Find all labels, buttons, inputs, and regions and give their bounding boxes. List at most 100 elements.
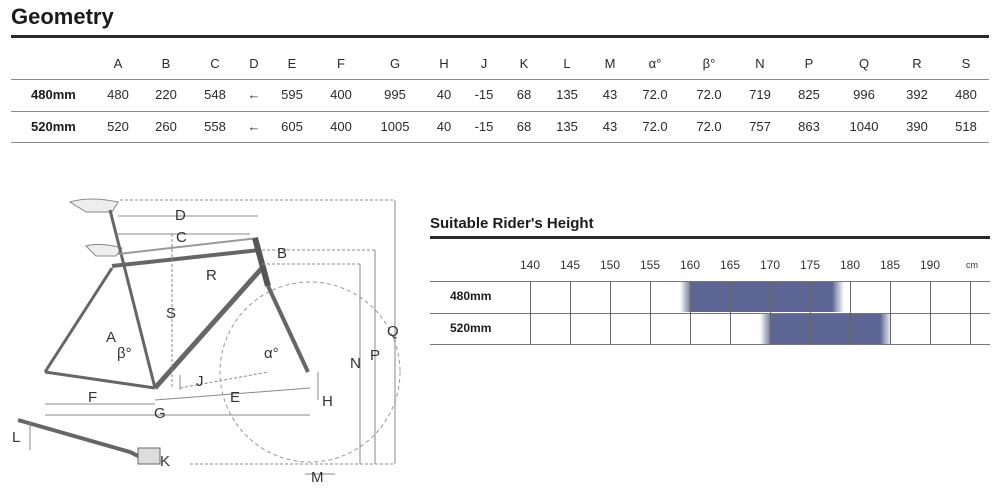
bike-frame-drawing: D C B R S A β° α° J N P Q F E G H L K M: [12, 198, 401, 486]
column-header: K: [519, 56, 529, 71]
dimension-label: A: [106, 329, 116, 346]
rider-height-row-label: 520mm: [450, 321, 492, 335]
grid-line: [430, 344, 990, 345]
column-header: N: [755, 56, 765, 71]
height-tick-label: 155: [639, 258, 661, 272]
dimension-label: α°: [264, 345, 279, 362]
divider: [11, 79, 989, 80]
table-cell: 72.0: [696, 119, 722, 134]
height-tick-label: 140: [519, 258, 541, 272]
column-header: B: [161, 56, 171, 71]
divider: [11, 111, 989, 112]
table-cell: 260: [155, 119, 177, 134]
table-cell: 40: [436, 119, 452, 134]
height-tick-label: 190: [919, 258, 941, 272]
title-rule: [11, 35, 989, 38]
table-cell: 480: [955, 87, 977, 102]
bike-geometry-diagram: D C B R S A β° α° J N P Q F E G H L K M: [0, 190, 415, 497]
grid-line: [890, 281, 891, 344]
table-cell: 220: [155, 87, 177, 102]
rider-height-rule: [430, 236, 990, 239]
dimension-label: G: [154, 405, 166, 422]
rider-height-row-label: 480mm: [450, 289, 492, 303]
column-header: A: [113, 56, 123, 71]
column-header: M: [604, 56, 616, 71]
column-header: α°: [648, 56, 662, 71]
column-header: R: [912, 56, 922, 71]
table-cell: 400: [330, 87, 352, 102]
table-cell: 558: [204, 119, 226, 134]
dimension-label: J: [196, 373, 204, 390]
grid-line: [730, 281, 731, 344]
table-cell: -15: [474, 119, 494, 134]
dimension-label: D: [175, 207, 186, 224]
column-header: D: [249, 56, 259, 71]
height-tick-label: 150: [599, 258, 621, 272]
grid-line: [970, 281, 971, 344]
grid-line: [430, 281, 990, 282]
column-header: S: [961, 56, 971, 71]
dimension-label: S: [166, 305, 176, 322]
dimension-label: N: [350, 355, 361, 372]
column-header: G: [389, 56, 401, 71]
table-cell: 757: [749, 119, 771, 134]
column-header: F: [337, 56, 345, 71]
table-cell: 825: [798, 87, 820, 102]
table-cell: 605: [281, 119, 303, 134]
dimension-label: C: [176, 229, 187, 246]
table-cell: 72.0: [696, 87, 722, 102]
table-cell: 719: [749, 87, 771, 102]
dimension-label: H: [322, 393, 333, 410]
height-unit-label: cm: [966, 260, 978, 270]
table-cell: 863: [798, 119, 820, 134]
table-cell: 72.0: [642, 87, 668, 102]
column-header: β°: [702, 56, 716, 71]
height-tick-label: 145: [559, 258, 581, 272]
table-cell: 390: [906, 119, 928, 134]
dimension-label: B: [277, 245, 287, 262]
dimension-label: F: [88, 389, 97, 406]
column-header: C: [210, 56, 220, 71]
dimension-label: Q: [387, 323, 399, 340]
grid-line: [570, 281, 571, 344]
height-tick-label: 175: [799, 258, 821, 272]
grid-line: [690, 281, 691, 344]
column-header: L: [563, 56, 571, 71]
table-cell: 68: [516, 87, 532, 102]
height-tick-label: 170: [759, 258, 781, 272]
table-cell: 995: [384, 87, 406, 102]
table-cell: 518: [955, 119, 977, 134]
table-cell: 392: [906, 87, 928, 102]
column-header: J: [480, 56, 488, 71]
height-range-bar: [680, 281, 844, 312]
grid-line: [770, 281, 771, 344]
grid-line: [930, 281, 931, 344]
table-cell: 480: [107, 87, 129, 102]
column-header: Q: [858, 56, 870, 71]
table-cell: 996: [853, 87, 875, 102]
divider: [11, 142, 989, 143]
height-tick-label: 165: [719, 258, 741, 272]
table-cell: ←: [247, 119, 261, 134]
table-cell: 135: [556, 119, 578, 134]
table-cell: 135: [556, 87, 578, 102]
dimension-label: L: [12, 429, 20, 446]
table-cell: -15: [474, 87, 494, 102]
grid-line: [650, 281, 651, 344]
dimension-label: β°: [117, 345, 132, 362]
dimension-label: P: [370, 347, 380, 364]
table-cell: 40: [436, 87, 452, 102]
table-cell: 1005: [380, 119, 410, 134]
grid-line: [610, 281, 611, 344]
column-header: E: [287, 56, 297, 71]
height-tick-label: 185: [879, 258, 901, 272]
table-cell: 400: [330, 119, 352, 134]
column-header: H: [439, 56, 449, 71]
height-range-bar: [760, 313, 892, 344]
rider-height-title: Suitable Rider's Height: [430, 215, 594, 232]
dimension-label: K: [160, 453, 170, 470]
grid-line: [850, 281, 851, 344]
